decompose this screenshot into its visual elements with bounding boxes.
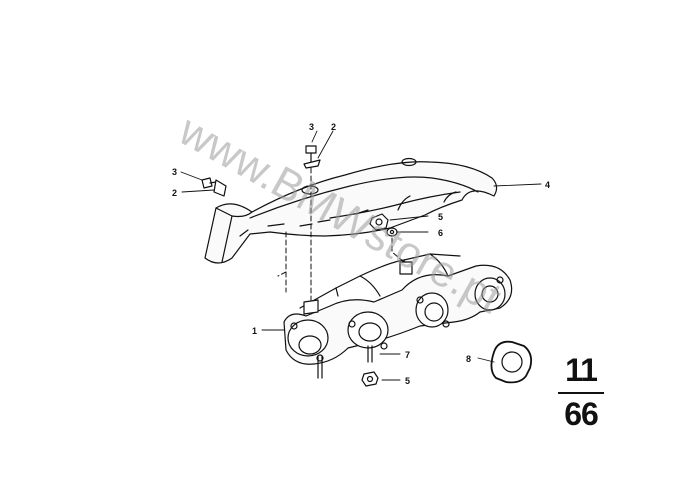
callout-3-top: 3 — [309, 122, 314, 132]
leader-lines — [180, 130, 542, 381]
reference-year-number: 66 — [564, 396, 599, 432]
callouts: 3 2 3 2 4 5 6 1 7 8 5 — [172, 122, 550, 386]
washer-shield — [386, 227, 398, 237]
screw-left — [201, 177, 227, 197]
heat-shield — [204, 157, 498, 264]
callout-6: 6 — [438, 228, 443, 238]
nut-bottom — [361, 371, 379, 387]
nut-shield — [369, 213, 389, 231]
reference-group-number: 11 — [565, 352, 598, 388]
callout-2-top: 2 — [331, 122, 336, 132]
callout-1: 1 — [252, 326, 257, 336]
assembly-lines — [277, 167, 405, 301]
callout-8: 8 — [466, 354, 471, 364]
callout-2-left: 2 — [172, 188, 177, 198]
callout-7: 7 — [405, 350, 410, 360]
callout-5-top: 5 — [438, 212, 443, 222]
reference-divider — [558, 392, 604, 394]
exhaust-manifold — [283, 253, 513, 365]
callout-3-left: 3 — [172, 167, 177, 177]
studs — [317, 345, 373, 379]
callout-5-bottom: 5 — [405, 376, 410, 386]
screw-top — [303, 145, 321, 169]
gasket — [490, 340, 533, 384]
callout-4: 4 — [545, 180, 550, 190]
